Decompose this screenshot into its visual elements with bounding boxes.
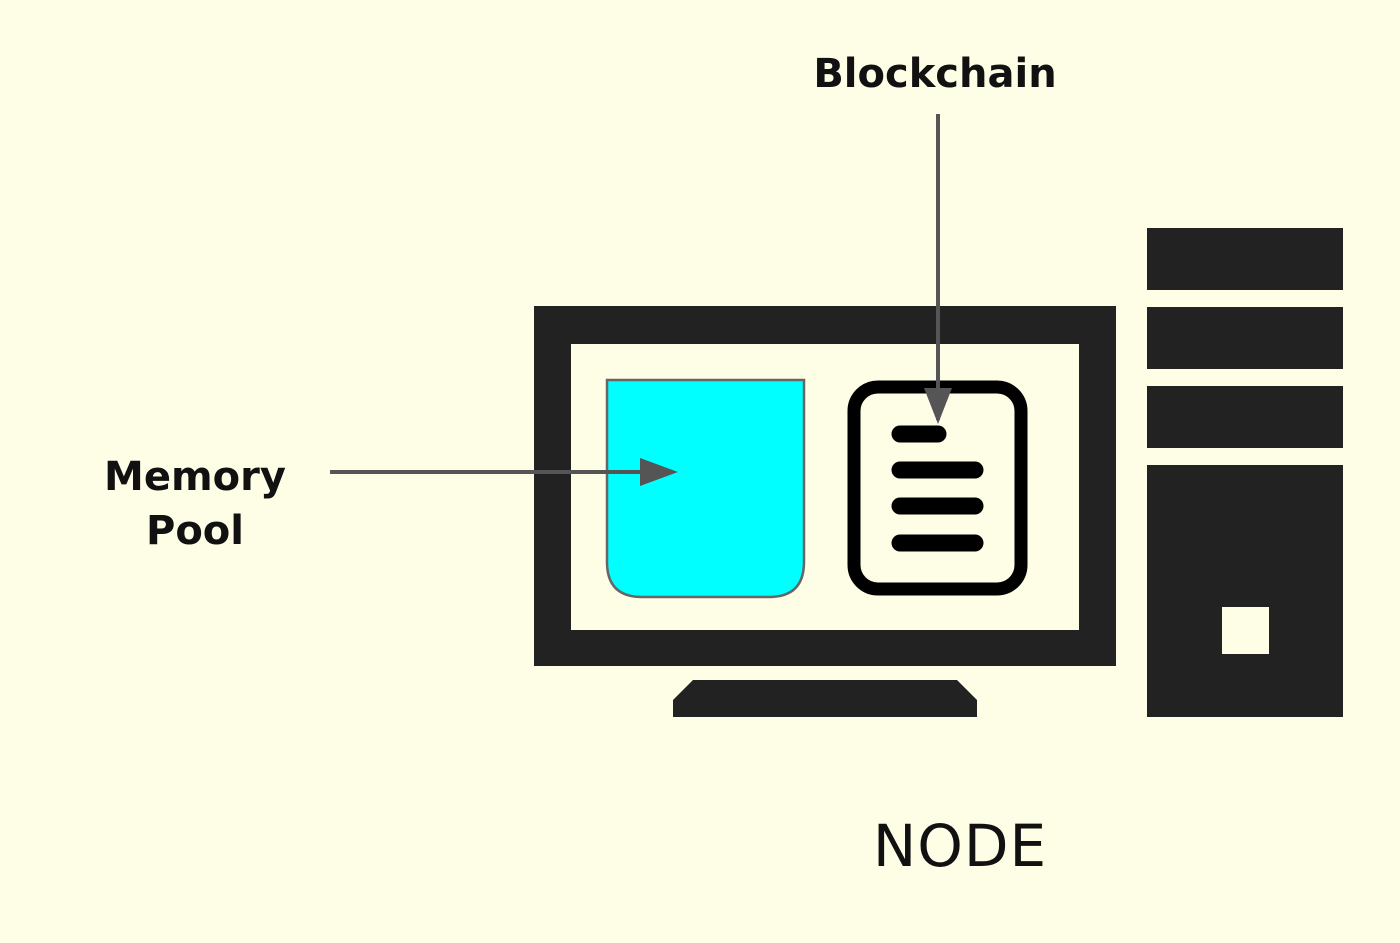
pc-tower-icon xyxy=(1147,228,1343,717)
memory-pool-label-line-2: Pool xyxy=(146,508,244,554)
memory-pool-shape xyxy=(605,378,806,599)
tower-bay-1 xyxy=(1147,228,1343,290)
memory-pool-arrowhead xyxy=(640,458,678,486)
blockchain-label: Blockchain xyxy=(813,51,1057,97)
memory-pool-label: Memory Pool xyxy=(90,450,300,558)
node-label: NODE xyxy=(872,812,1048,880)
document-icon xyxy=(847,380,1028,596)
tower-power-button xyxy=(1222,607,1269,654)
tower-bay-3 xyxy=(1147,386,1343,448)
tower-bay-2 xyxy=(1147,307,1343,369)
memory-pool-label-line-1: Memory xyxy=(104,454,286,500)
blockchain-arrowhead xyxy=(924,388,952,424)
tower-body xyxy=(1147,465,1343,717)
monitor-stand xyxy=(673,680,977,717)
